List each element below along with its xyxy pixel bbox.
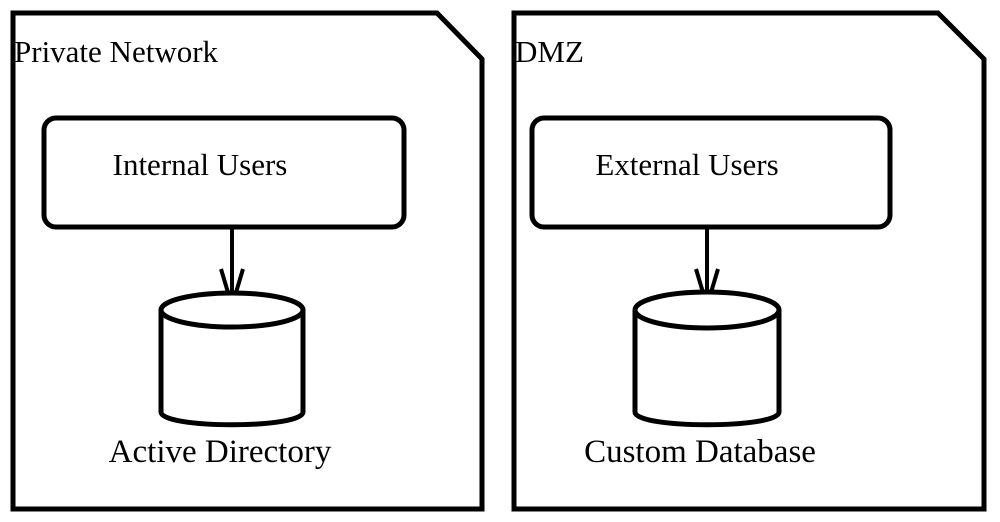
node-internal-users-box: [41, 115, 407, 230]
datastore-active-directory-label: Active Directory: [109, 434, 332, 470]
package-private-network-title: Private Network: [14, 34, 219, 69]
node-internal-users[interactable]: Internal Users: [41, 115, 407, 230]
node-internal-users-label: Internal Users: [113, 147, 288, 182]
node-external-users-label: External Users: [595, 147, 778, 182]
datastore-custom-database-cylinder-body: [632, 310, 782, 428]
datastore-custom-database[interactable]: Custom Database: [584, 289, 816, 470]
package-private-network[interactable]: Private Network Internal Users Active Di…: [10, 10, 485, 512]
datastore-custom-database-label: Custom Database: [584, 434, 816, 470]
datastore-active-directory-cylinder-body: [158, 310, 306, 428]
datastore-custom-database-cylinder-top: [632, 289, 782, 331]
datastore-active-directory-cylinder-top: [158, 290, 306, 330]
package-dmz[interactable]: DMZ External Users Custom Database: [511, 10, 987, 512]
node-external-users[interactable]: External Users: [529, 115, 893, 230]
node-external-users-box: [529, 115, 893, 230]
package-dmz-title: DMZ: [515, 34, 584, 69]
datastore-active-directory[interactable]: Active Directory: [109, 290, 332, 470]
